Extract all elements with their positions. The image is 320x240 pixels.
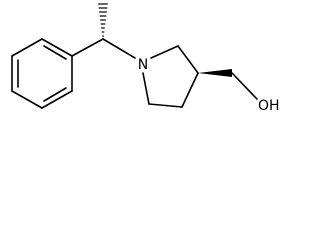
molecule-drawing: N OH: [11, 3, 280, 114]
phenyl-benzylic-bond: [71, 38, 104, 57]
pyrrolidine-ring: [142, 45, 199, 108]
ring-double-bond-1: [43, 45, 67, 60]
pyrrolidine-bond-5: [142, 72, 150, 105]
nitrogen-label: N: [138, 57, 148, 73]
benzylic-nitrogen-bond: [102, 38, 136, 59]
hydroxyl-label: OH: [258, 98, 280, 114]
solid-wedge-bond-ch2: [198, 69, 232, 77]
ring-bond-1: [41, 38, 73, 57]
pyrrolidine-bond-1: [150, 45, 179, 59]
ring-bond-4: [11, 90, 43, 109]
structure-canvas: N OH: [0, 0, 288, 128]
ring-bond-3: [41, 90, 73, 109]
pyrrolidine-bond-3: [181, 72, 199, 108]
ring-bond-6: [11, 38, 43, 57]
ring-double-bond-2: [43, 87, 67, 102]
hashed-wedge-bond-methyl: [98, 3, 108, 37]
ch2-hydroxyl-bond: [231, 72, 258, 100]
pyrrolidine-bond-2: [177, 45, 199, 74]
pyrrolidine-bond-4: [148, 103, 183, 108]
benzene-ring: [11, 38, 73, 109]
